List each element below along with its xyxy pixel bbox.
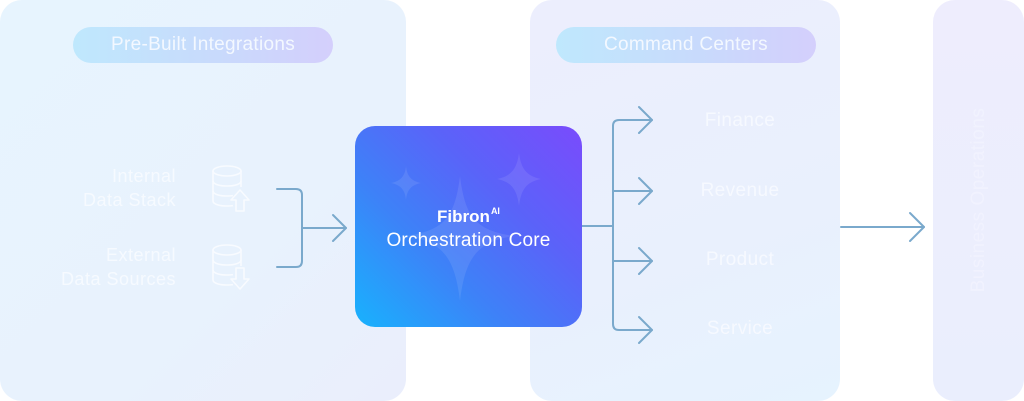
business-operations: Business Operations — [933, 0, 1024, 401]
integrations-panel — [0, 0, 406, 401]
arrowhead-icon — [909, 212, 925, 242]
core-brand-name: Fibron — [437, 207, 490, 226]
source-internal-data-stack: Internal Data Stack — [16, 164, 176, 212]
command-centers-header: Command Centers — [556, 27, 816, 63]
source-label-line2: Data Sources — [60, 269, 176, 289]
database-upload-icon — [212, 165, 250, 212]
command-center-service: Service — [706, 318, 774, 339]
sparkles-icon — [391, 153, 541, 301]
command-center-revenue: Revenue — [700, 180, 780, 201]
command-center-finance: Finance — [704, 110, 776, 131]
source-label-line1: External — [105, 245, 176, 265]
source-label-line1: Internal — [111, 166, 176, 186]
business-operations-panel — [933, 0, 1024, 401]
core-brand: FibronAI — [355, 206, 582, 227]
core-subtitle: Orchestration Core — [386, 230, 551, 251]
integrations-header: Pre-Built Integrations — [73, 27, 333, 63]
command-center-product: Product — [705, 249, 775, 270]
core-brand-superscript: AI — [490, 206, 500, 216]
business-operations-label: Business Operations — [968, 107, 989, 293]
source-label-line2: Data Stack — [82, 190, 176, 210]
orchestration-core: FibronAI Orchestration Core — [355, 126, 582, 327]
source-external-data-sources: External Data Sources — [16, 243, 176, 291]
database-download-icon — [212, 244, 250, 290]
